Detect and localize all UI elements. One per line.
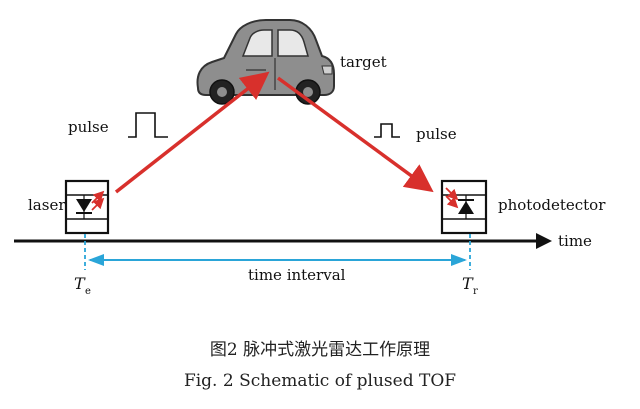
tr-label: T (462, 274, 474, 293)
photodetector-icon (440, 179, 488, 235)
reflected-beam (276, 76, 434, 193)
photodetector-label: photodetector (498, 196, 606, 214)
tr-subscript: r (473, 286, 478, 297)
caption-chinese: 图2 脉冲式激光雷达工作原理 (210, 340, 430, 360)
laser-emitter-icon (64, 179, 110, 235)
target-label: target (340, 53, 387, 71)
time-interval-label: time interval (248, 266, 346, 284)
pulse-left-waveform (128, 112, 168, 138)
car-icon (196, 19, 335, 105)
time-axis-label: time (558, 232, 592, 250)
caption-english: Fig. 2 Schematic of plused TOF (184, 371, 456, 391)
laser-label: laser (28, 196, 66, 214)
te-subscript: e (85, 286, 91, 297)
pulse-left-label: pulse (68, 118, 109, 136)
time-axis-arrowhead (536, 233, 552, 249)
te-label: T (74, 274, 86, 293)
pulse-right-waveform (374, 123, 400, 138)
pulse-right-label: pulse (416, 125, 457, 143)
outgoing-beam (114, 71, 270, 194)
